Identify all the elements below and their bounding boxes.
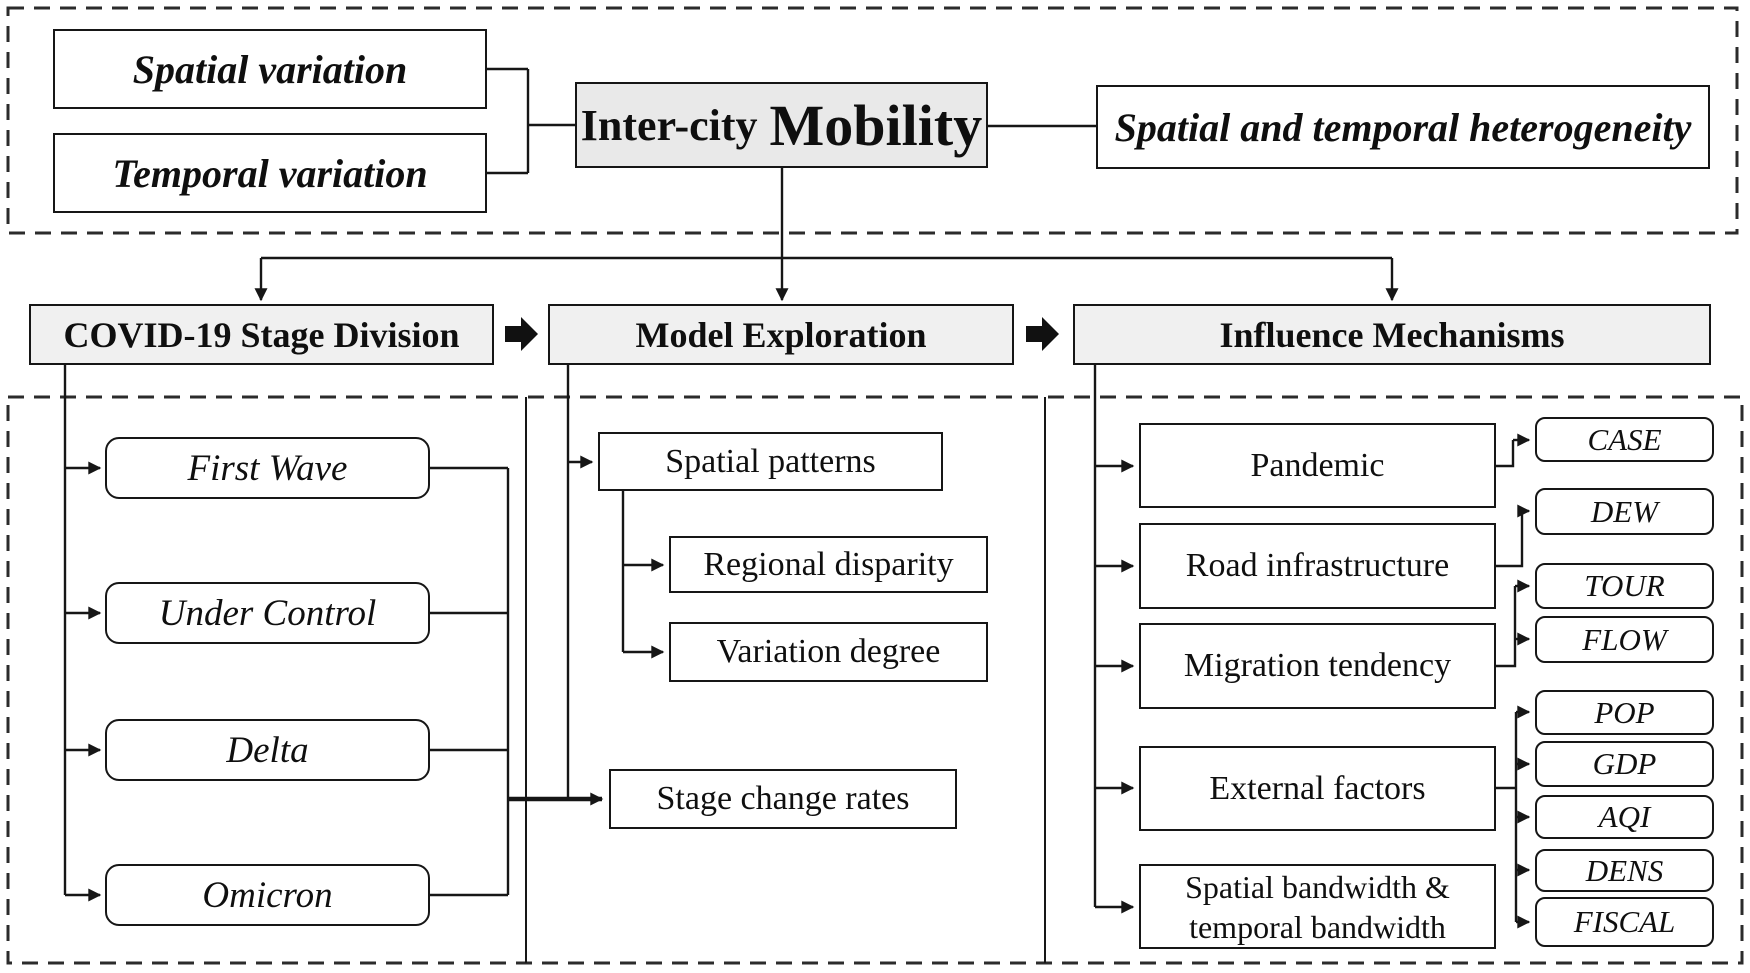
variable-pop-box: POP <box>1535 690 1714 735</box>
heterogeneity-box: Spatial and temporal heterogeneity <box>1096 85 1710 169</box>
temporal-variation-box: Temporal variation <box>53 133 487 213</box>
top-connectors <box>254 67 1399 302</box>
spatial-variation-box: Spatial variation <box>53 29 487 109</box>
variable-dew-box: DEW <box>1535 488 1714 535</box>
inter-city-mobility-box: Inter-city Mobility <box>575 82 988 168</box>
regional-disparity-box: Regional disparity <box>669 536 988 593</box>
flow-arrow-icon <box>505 317 1059 351</box>
variable-aqi-box: AQI <box>1535 795 1714 839</box>
variable-fiscal-box: FISCAL <box>1535 897 1714 947</box>
variable-tour-box: TOUR <box>1535 563 1714 609</box>
variable-gdp-box: GDP <box>1535 741 1714 787</box>
stage-delta-box: Delta <box>105 719 430 781</box>
dashed-frame-bottom <box>6 395 1744 965</box>
road-infrastructure-box: Road infrastructure <box>1139 523 1496 609</box>
dashed-frame-top <box>6 6 1739 235</box>
stage-first-wave-box: First Wave <box>105 437 430 499</box>
stage-under-control-box: Under Control <box>105 582 430 644</box>
variation-degree-box: Variation degree <box>669 622 988 682</box>
stage-connectors <box>63 365 604 902</box>
variable-dens-box: DENS <box>1535 849 1714 892</box>
spatial-temporal-bandwidth-box: Spatial bandwidth & temporal bandwidth <box>1139 864 1496 949</box>
mobility-prefix-label: Inter-city <box>580 100 758 150</box>
model-exploration-header: Model Exploration <box>548 304 1014 365</box>
variable-flow-box: FLOW <box>1535 616 1714 663</box>
mobility-main-label: Mobility <box>769 92 983 158</box>
influence-connectors <box>1093 365 1531 929</box>
covid-stage-division-header: COVID-19 Stage Division <box>29 304 494 365</box>
stage-omicron-box: Omicron <box>105 864 430 926</box>
migration-tendency-box: Migration tendency <box>1139 623 1496 709</box>
stage-change-rates-box: Stage change rates <box>609 769 957 829</box>
spatial-patterns-box: Spatial patterns <box>598 432 943 491</box>
influence-mechanisms-header: Influence Mechanisms <box>1073 304 1711 365</box>
variable-case-box: CASE <box>1535 417 1714 462</box>
external-factors-box: External factors <box>1139 746 1496 831</box>
pandemic-box: Pandemic <box>1139 423 1496 508</box>
model-connectors <box>566 365 665 799</box>
